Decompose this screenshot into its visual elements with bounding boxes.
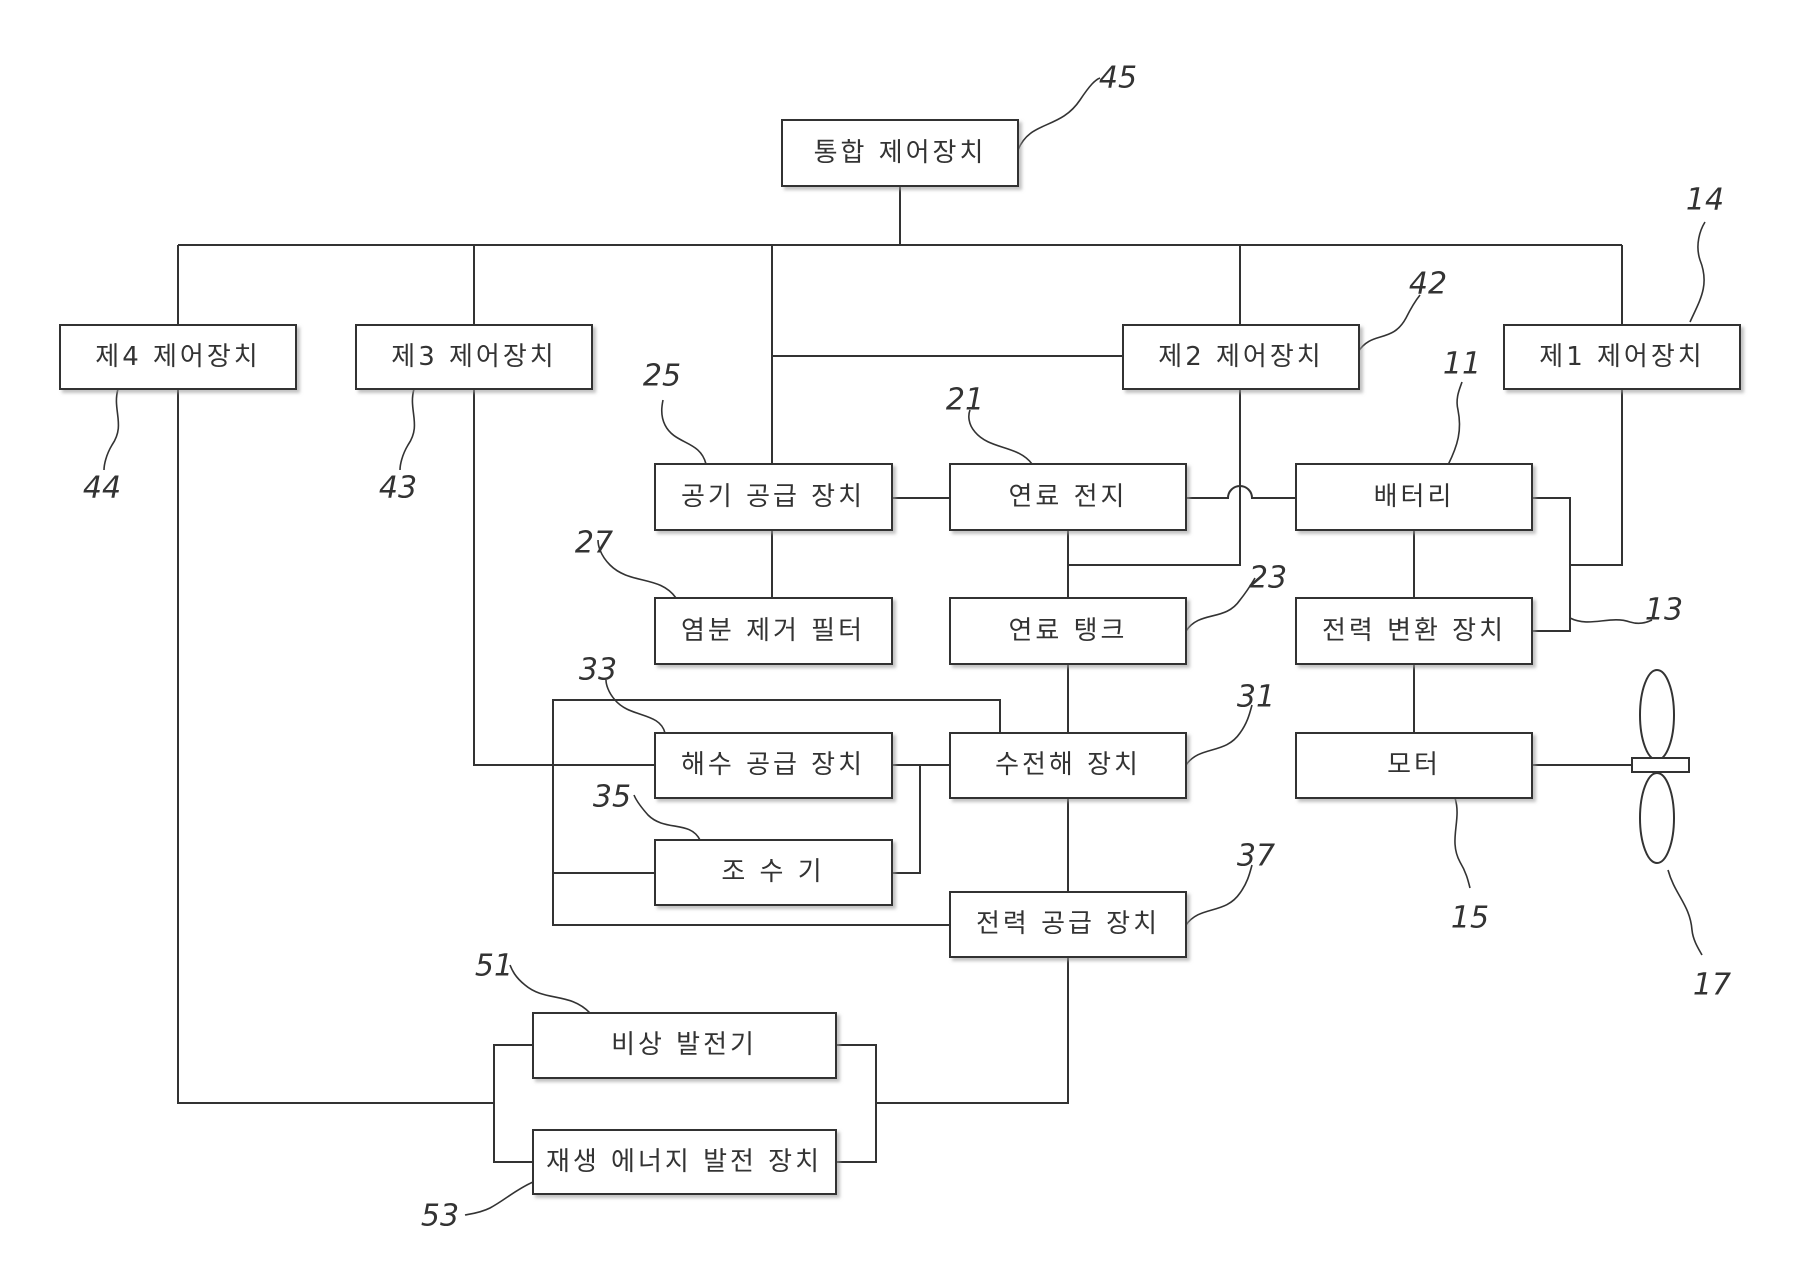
box-label: 염분 제거 필터 xyxy=(681,616,865,646)
ref-25: 25 xyxy=(643,359,681,394)
box-emergency-generator: 비상 발전기 xyxy=(533,1013,836,1078)
box-water-conditioner: 조 수 기 xyxy=(655,840,892,905)
box-controller-4: 제4 제어장치 xyxy=(60,325,296,389)
ref-51: 51 xyxy=(475,949,513,984)
box-label: 전력 변환 장치 xyxy=(1322,616,1506,646)
box-controller-3: 제3 제어장치 xyxy=(356,325,592,389)
ref-14: 14 xyxy=(1686,183,1724,218)
box-fuel-tank: 연료 탱크 xyxy=(950,598,1186,664)
box-label: 제3 제어장치 xyxy=(391,342,556,372)
box-battery: 배터리 xyxy=(1296,464,1532,530)
propeller-icon xyxy=(1632,670,1689,863)
box-label: 연료 전지 xyxy=(1009,482,1128,512)
ref-11: 11 xyxy=(1443,347,1481,382)
ref-27: 27 xyxy=(575,526,613,561)
box-renewable-generator: 재생 에너지 발전 장치 xyxy=(533,1130,836,1194)
box-fuel-cell: 연료 전지 xyxy=(950,464,1186,530)
box-power-converter: 전력 변환 장치 xyxy=(1296,598,1532,664)
ref-13: 13 xyxy=(1645,593,1683,628)
box-motor: 모터 xyxy=(1296,733,1532,798)
ref-23: 23 xyxy=(1249,561,1287,596)
box-controller-1: 제1 제어장치 xyxy=(1504,325,1740,389)
box-label: 전력 공급 장치 xyxy=(976,909,1160,939)
ref-44: 44 xyxy=(83,471,121,506)
ref-37: 37 xyxy=(1237,839,1275,874)
ref-21: 21 xyxy=(946,383,984,418)
box-power-supply: 전력 공급 장치 xyxy=(950,892,1186,957)
box-label: 제4 제어장치 xyxy=(95,342,260,372)
box-air-supply: 공기 공급 장치 xyxy=(655,464,892,530)
box-label: 배터리 xyxy=(1374,482,1455,512)
box-label: 제2 제어장치 xyxy=(1158,342,1323,372)
ref-15: 15 xyxy=(1451,901,1489,936)
box-label: 모터 xyxy=(1387,750,1441,780)
box-label: 제1 제어장치 xyxy=(1539,342,1704,372)
ref-45: 45 xyxy=(1099,61,1137,96)
box-label: 공기 공급 장치 xyxy=(681,482,865,512)
box-integrated-controller: 통합 제어장치 xyxy=(782,120,1018,186)
ref-42: 42 xyxy=(1409,267,1447,302)
box-label: 통합 제어장치 xyxy=(814,138,987,168)
ref-35: 35 xyxy=(593,780,631,815)
box-label: 연료 탱크 xyxy=(1009,616,1128,646)
box-label: 재생 에너지 발전 장치 xyxy=(546,1147,822,1177)
box-seawater-supply: 해수 공급 장치 xyxy=(655,733,892,798)
ref-53: 53 xyxy=(421,1199,459,1234)
ref-31: 31 xyxy=(1237,680,1275,715)
ref-33: 33 xyxy=(579,653,617,688)
box-label: 비상 발전기 xyxy=(611,1030,757,1060)
box-label: 조 수 기 xyxy=(721,857,824,887)
ref-17: 17 xyxy=(1693,968,1731,1003)
box-salt-filter: 염분 제거 필터 xyxy=(655,598,892,664)
box-label: 해수 공급 장치 xyxy=(681,750,865,780)
box-water-electrolysis: 수전해 장치 xyxy=(950,733,1186,798)
box-controller-2: 제2 제어장치 xyxy=(1123,325,1359,389)
ref-43: 43 xyxy=(379,471,417,506)
box-label: 수전해 장치 xyxy=(995,750,1141,780)
